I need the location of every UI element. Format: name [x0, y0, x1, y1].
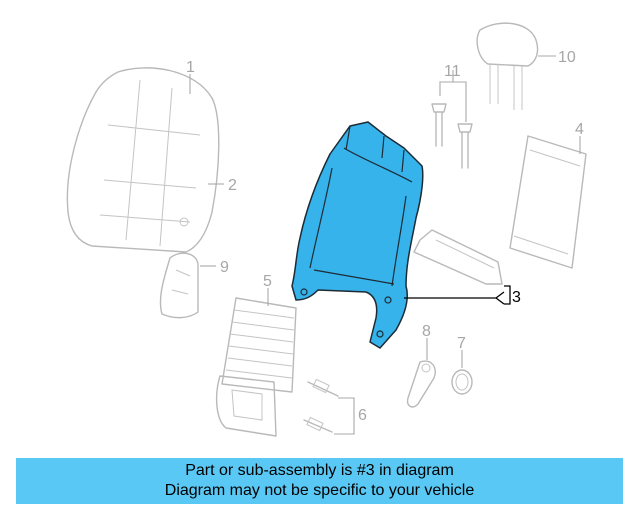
callout-9-label: 9	[220, 259, 229, 276]
part-5-lumbar-support	[215, 297, 297, 437]
part-9-bracket	[159, 252, 199, 319]
callout-5-label: 5	[263, 273, 272, 290]
part-1-seatback-cushion	[66, 67, 220, 253]
callout-4-label: 4	[575, 121, 584, 138]
part-8-recliner-handle	[406, 360, 436, 408]
callout-1-label: 1	[186, 59, 195, 76]
callout-11-label: 11	[444, 63, 461, 80]
part-4-back-panel	[509, 135, 587, 269]
part-3-seatback-frame	[291, 121, 424, 349]
callout-6-label: 6	[358, 407, 367, 424]
callout-2-label: 2	[228, 177, 237, 194]
support-rail	[413, 229, 503, 285]
banner-line-1: Part or sub-assembly is #3 in diagram	[185, 462, 454, 479]
info-banner: Part or sub-assembly is #3 in diagram Di…	[16, 458, 623, 504]
callout-8-label: 8	[422, 323, 431, 340]
part-6-cable-fasteners	[303, 378, 339, 433]
callout-7-label: 7	[457, 335, 466, 352]
banner-line-2: Diagram may not be specific to your vehi…	[164, 482, 475, 499]
parts-diagram: 1 2 9 5 6 8 7 11	[66, 22, 587, 437]
part-7-knob	[451, 369, 473, 395]
part-10-headrest	[476, 22, 539, 110]
part-11-bolts	[431, 103, 473, 169]
callout-10-label: 10	[558, 49, 576, 66]
callout-3-label: 3	[512, 289, 521, 306]
